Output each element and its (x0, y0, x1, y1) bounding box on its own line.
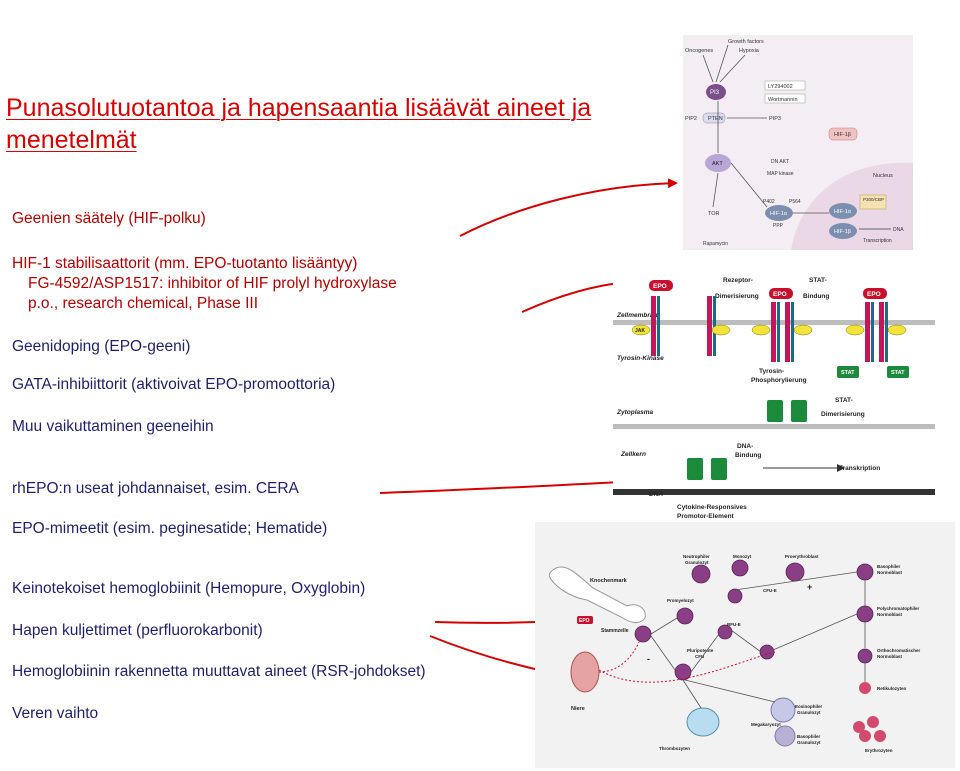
label: Wortmannin (768, 97, 798, 103)
label: Zellmembran (616, 312, 657, 319)
label: PIP3 (769, 116, 781, 122)
label: + (807, 582, 812, 592)
label: Granulozyt (685, 560, 709, 565)
list-item: GATA-inhibiittorit (aktivoivat EPO-promo… (12, 376, 336, 393)
label: Oncogenes (685, 48, 713, 54)
label: Growth factors (728, 39, 764, 45)
label: HIF-1α (834, 209, 852, 215)
label: Bindung (735, 452, 761, 459)
label: STAT- (835, 397, 853, 404)
label: MAP kinase (767, 171, 794, 177)
label: HIF-1β (834, 132, 851, 138)
label: STAT (891, 370, 905, 376)
label: Rapamycin (703, 241, 728, 247)
label: Orthochromatischer (877, 648, 921, 653)
label: Phosphorylierung (751, 377, 807, 384)
label: Transkription (839, 465, 880, 472)
label: Normoblast (877, 612, 903, 617)
label: PI3 (710, 90, 720, 96)
label: Granulozyt (797, 710, 821, 715)
label: HIF-1β (834, 229, 851, 235)
label: Rezeptor- (723, 277, 753, 284)
label: DNA (649, 491, 663, 498)
label: Bindung (803, 293, 829, 300)
label: Retikulozyten (877, 686, 907, 691)
label: Proerythroblast (785, 554, 819, 559)
label: PPP (773, 223, 784, 229)
list-item: Geenien säätely (HIF-polku) (12, 210, 206, 227)
label: HIF-1α (770, 211, 788, 217)
label: CFU (695, 654, 704, 659)
label: P402 (763, 199, 775, 205)
label: JAK (635, 328, 645, 334)
list-item: EPO-mimeetit (esim. peginesatide; Hemati… (12, 520, 328, 537)
label: PIP2 (685, 116, 697, 122)
label: Tyrosin-Kinase (617, 355, 664, 362)
label: CFU-E (763, 588, 777, 593)
label: Megakaryozyt (751, 722, 781, 727)
label: Knochenmark (590, 578, 628, 584)
label: Dimerisierung (821, 411, 865, 418)
label: Niere (571, 706, 585, 712)
label: DN AKT (771, 159, 789, 165)
label: - (647, 654, 650, 664)
page-title: Punasolutuotantoa ja hapensaantia lisääv… (6, 94, 592, 154)
list-item: p.o., research chemical, Phase III (28, 295, 259, 312)
label: EPO (579, 618, 590, 624)
label: Cytokine-Responsives (677, 504, 747, 511)
list-item: Geenidoping (EPO-geeni) (12, 338, 191, 355)
label: Zellkern (620, 451, 646, 458)
label: Erythrozyten (865, 748, 893, 753)
label: Granulozyt (797, 740, 821, 745)
epo-jak-stat-figure: Rezeptor- Dimerisierung STAT- Bindung EP… (613, 268, 935, 526)
label: Nucleus (873, 173, 893, 179)
label: EPO (773, 291, 787, 298)
label: DNA (893, 227, 904, 233)
label: AKT (712, 161, 723, 167)
label: Dimerisierung (715, 293, 759, 300)
label: Zytoplasma (616, 409, 654, 416)
label: Monozyt (733, 554, 752, 559)
label: Basophiler (797, 734, 821, 739)
label: Stammzelle (601, 628, 629, 634)
label: EPO (653, 283, 667, 290)
label: Tyrosin- (759, 368, 784, 375)
label: PTEN (708, 116, 723, 122)
label: P300/CBP (863, 197, 884, 202)
label: STAT- (809, 277, 827, 284)
label: P564 (789, 199, 801, 205)
label: Normoblast (877, 654, 903, 659)
label: DNA- (737, 443, 753, 450)
label: Basophiler (877, 564, 901, 569)
list-item: Keinotekoiset hemoglobiinit (Hemopure, O… (12, 580, 366, 597)
list-item: HIF-1 stabilisaattorit (mm. EPO-tuotanto… (12, 255, 358, 272)
label: Thrombozyten (659, 746, 690, 751)
list-item: Hapen kuljettimet (perfluorokarbonit) (12, 622, 263, 639)
label: Normoblast (877, 570, 903, 575)
label: BFU-E (727, 622, 741, 627)
hif-pathway-figure: Growth factors Oncogenes Hypoxia PI3 LY2… (683, 35, 913, 250)
list-item: Veren vaihto (12, 705, 99, 722)
label: Hypoxia (739, 48, 760, 54)
label: Promyelozyt (667, 598, 694, 603)
label: Neutrophiler (683, 554, 710, 559)
list-item: Hemoglobiinin rakennetta muuttavat ainee… (12, 663, 426, 680)
label: LY294002 (768, 84, 793, 90)
list-item: FG-4592/ASP1517: inhibitor of HIF prolyl… (28, 275, 397, 292)
label: Promotor-Element (677, 513, 735, 520)
label: Pluripotente (687, 648, 714, 653)
label: EPO (867, 291, 881, 298)
label: Polychromatophiler (877, 606, 920, 611)
list-item: Muu vaikuttaminen geeneihin (12, 418, 214, 435)
blood-lineage-figure: Knochenmark EPO Stammzelle Niere Neutrop… (535, 522, 955, 768)
arrow-hif (459, 178, 678, 237)
label: TOR (708, 211, 720, 217)
label: STAT (841, 370, 855, 376)
list-item: rhEPO:n useat johdannaiset, esim. CERA (12, 480, 299, 497)
label: Eosinophiler (795, 704, 823, 709)
label: Transcription (863, 238, 892, 244)
